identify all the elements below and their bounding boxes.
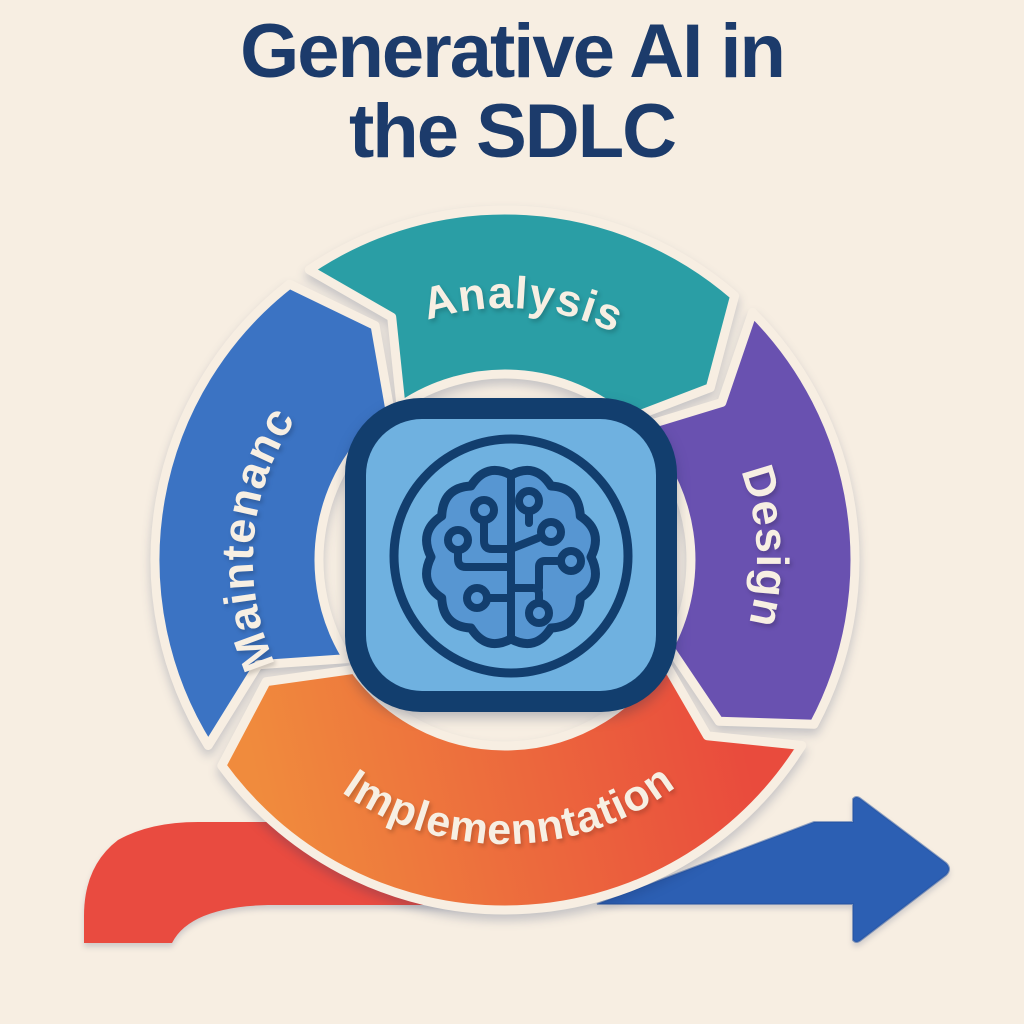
page-title: Generative AI in the SDLC [0, 12, 1024, 172]
segment-analysis [304, 205, 740, 425]
circuit-trace [509, 534, 542, 552]
circuit-node [470, 496, 498, 524]
brain-circuit-traces [454, 470, 565, 644]
circuit-trace [535, 557, 565, 592]
page-title-line2: the SDLC [349, 89, 677, 174]
ai-brain-icon [345, 398, 677, 712]
circuit-node [515, 487, 543, 515]
circuit-trace [480, 516, 513, 553]
segment-implementation [217, 654, 807, 915]
icon-circle-outline [389, 434, 633, 678]
circuit-node [537, 518, 565, 546]
circuit-trace [454, 546, 513, 571]
brain-circuit-nodes [444, 487, 585, 627]
segment-design [632, 308, 860, 729]
cycle-ring [150, 205, 860, 915]
circuit-node [463, 584, 491, 612]
circuit-node [557, 547, 585, 575]
circuit-trace [509, 584, 543, 606]
page-title-line1: Generative AI in [240, 9, 786, 94]
circuit-node [444, 526, 472, 554]
segment-maintenance [150, 279, 395, 750]
flow-arrow-head [596, 796, 950, 943]
circuit-node [525, 599, 553, 627]
